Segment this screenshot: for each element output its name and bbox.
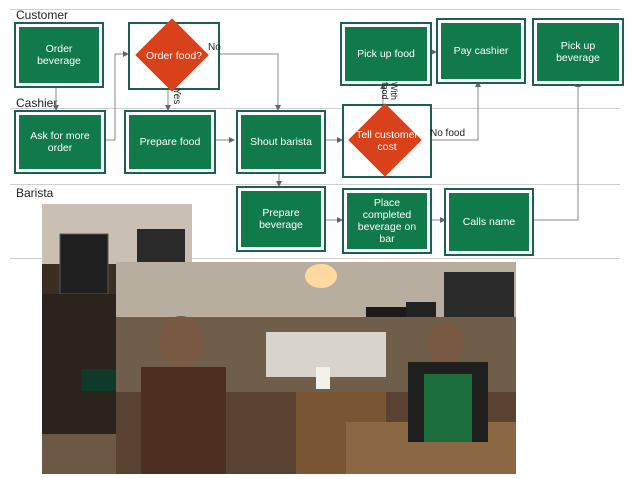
tell-customer-cost-node: Tell customer cost — [342, 103, 432, 178]
barista-apron — [424, 374, 472, 442]
prepare-beverage-node: Prepare beverage — [236, 186, 326, 252]
edge-calls-to-pickup — [530, 81, 581, 221]
lane-separator-bottom — [10, 258, 620, 259]
edge-label-with-food: With food — [380, 82, 399, 100]
ask-for-more-order-node: Ask for more order — [14, 110, 106, 174]
edge-no-food-to-pay — [425, 81, 481, 141]
lane-label-customer: Customer — [16, 8, 69, 22]
order-food-label: Order food? — [145, 50, 203, 62]
edge-label-no-food: No food — [430, 128, 466, 139]
order-beverage-node: Order beverage — [14, 22, 104, 88]
pick-up-beverage-node: Pick up beverage — [532, 18, 624, 86]
lane-separator-cashier — [10, 108, 620, 109]
edge-label-yes: Yes — [171, 88, 182, 105]
pendant-lamp — [305, 264, 337, 288]
front-photo-illustration — [116, 262, 516, 474]
order-food-decision: Order food? — [128, 18, 220, 92]
prepare-food-node: Prepare food — [124, 110, 216, 174]
lane-separator-barista — [10, 184, 620, 185]
tell-customer-cost-label: Tell customer cost — [356, 129, 418, 153]
edge-no-food — [205, 53, 281, 111]
coffee-shop-photo-front — [116, 262, 516, 474]
customer-figure — [141, 367, 226, 474]
pay-cashier-node: Pay cashier — [436, 18, 526, 84]
coffee-cup — [316, 367, 330, 389]
shout-barista-node: Shout barista — [236, 110, 326, 174]
lane-label-cashier: Cashier — [16, 96, 58, 110]
place-completed-beverage-node: Place completed beverage on bar — [342, 188, 432, 254]
calls-name-node: Calls name — [444, 188, 534, 256]
lane-separator-top — [10, 9, 620, 10]
pick-up-food-node: Pick up food — [340, 22, 432, 86]
edge-label-no: No — [208, 42, 221, 53]
edge-ask-to-order-food — [105, 51, 129, 141]
lane-label-barista: Barista — [16, 186, 54, 200]
